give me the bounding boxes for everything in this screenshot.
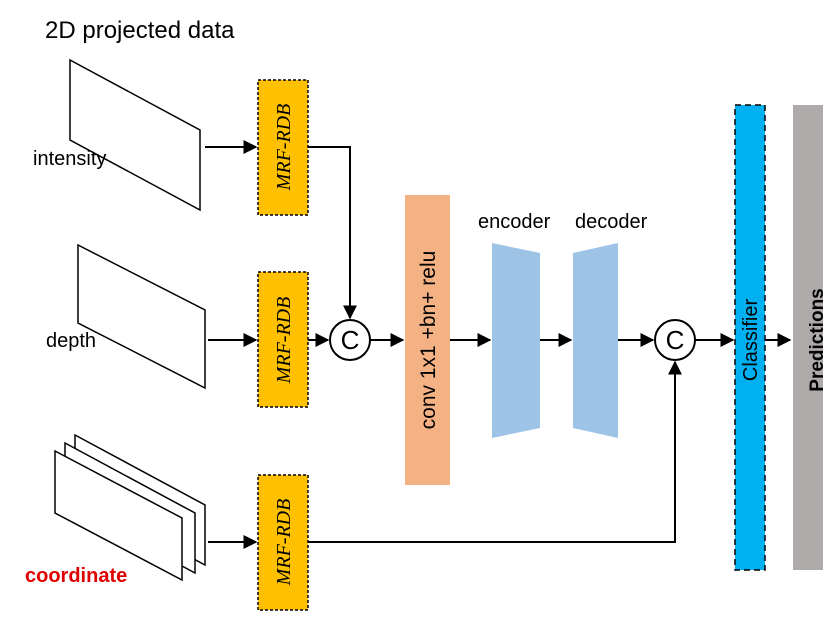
- decoder-label: decoder: [575, 211, 648, 233]
- mrf-rdb-label: MRF-RDB: [273, 104, 295, 192]
- concat-symbol: C: [666, 325, 685, 355]
- mrf-rdb-label: MRF-RDB: [273, 499, 295, 587]
- diagram-title: 2D projected data: [45, 17, 235, 44]
- coordinate-label: coordinate: [25, 565, 127, 587]
- predictions-label: Predictions: [807, 288, 828, 391]
- concat-symbol: C: [341, 325, 360, 355]
- arrow-mrf-coordinate-to-concat: [308, 360, 682, 543]
- conv-block: conv 1x1 +bn+ relu: [405, 195, 450, 485]
- mrf-rdb-block-depth: MRF-RDB: [257, 271, 309, 408]
- arrow-mrf-intensity-to-concat: [308, 146, 357, 320]
- conv-label: conv 1x1 +bn+ relu: [417, 251, 440, 430]
- depth-plane: [77, 243, 206, 390]
- mrf-rdb-block-coordinate: MRF-RDB: [257, 474, 309, 611]
- mrf-rdb-block-intensity: MRF-RDB: [257, 79, 309, 216]
- decoder-block: [573, 243, 618, 438]
- intensity-plane: [69, 58, 201, 212]
- classifier-label: Classifier: [740, 299, 762, 382]
- concat-node-2: C: [654, 319, 696, 361]
- predictions-block: Predictions: [793, 105, 828, 570]
- mrf-rdb-label: MRF-RDB: [273, 297, 295, 385]
- encoder-label: encoder: [478, 211, 551, 233]
- depth-label: depth: [46, 330, 96, 352]
- intensity-label: intensity: [33, 148, 106, 170]
- encoder-block: [492, 243, 540, 438]
- concat-node-1: C: [329, 319, 371, 361]
- coordinate-planes: [54, 433, 206, 582]
- classifier-block: Classifier: [734, 104, 766, 571]
